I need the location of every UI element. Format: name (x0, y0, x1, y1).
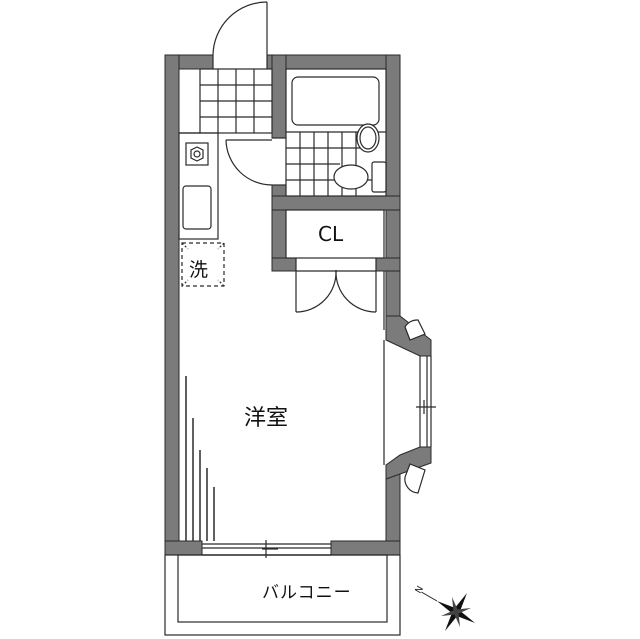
bathroom-door (225, 137, 286, 186)
closet (285, 209, 385, 313)
compass-north-label: N (414, 585, 426, 596)
room-label-washer: 洗 (189, 259, 209, 281)
kitchen-counter (178, 132, 219, 240)
storage-lines (185, 376, 215, 541)
compass-rose-icon: N (414, 585, 476, 632)
room-label-main: 洋室 (244, 406, 289, 431)
room-label-balcony: バルコニー (262, 583, 352, 603)
bay-window (404, 319, 436, 494)
balcony (164, 554, 401, 636)
entrance-door (212, 1, 268, 69)
walls (164, 54, 432, 556)
washer-space (181, 242, 225, 287)
room-label-closet: CL (318, 222, 344, 246)
genkan-tiles (179, 68, 273, 134)
unit-bath (285, 68, 387, 197)
